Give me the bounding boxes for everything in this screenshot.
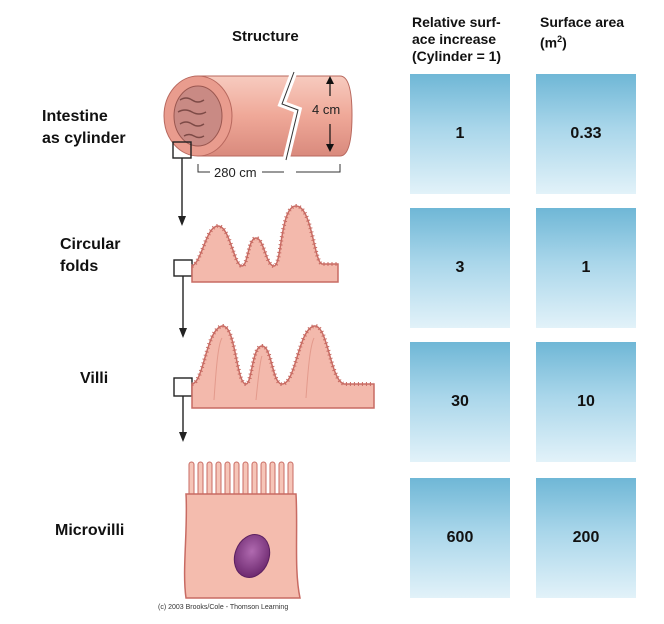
microvilli-projections	[188, 461, 294, 497]
relative-cell-intestine: 1	[410, 74, 510, 194]
area-cell-microvilli: 200	[536, 478, 636, 598]
copyright-text: (c) 2003 Brooks/Cole - Thomson Learning	[158, 604, 289, 611]
villi-illustration	[190, 324, 375, 409]
nucleus	[233, 534, 271, 578]
relative-cell-microvilli: 600	[410, 478, 510, 598]
row-label-microvilli: Microvilli	[55, 522, 125, 539]
intestine-cylinder	[163, 70, 353, 161]
relative-header-line3: (Cylinder = 1)	[412, 48, 502, 64]
area-cell-intestine: 0.33	[536, 74, 636, 194]
area-header-line1: Surface area	[540, 14, 625, 30]
row-label-villi: Villi	[80, 370, 109, 387]
area-cell-circular-folds: 1	[536, 208, 636, 328]
circular-folds-illustration	[190, 203, 339, 283]
relative-increase-header: Relative surf- ace increase (Cylinder = …	[412, 14, 501, 65]
surface-area-header: Surface area (m2)	[540, 14, 624, 52]
zoom-indicators	[172, 141, 193, 434]
area-header-unit: (m2)	[540, 34, 567, 51]
zoom-arrowheads	[178, 216, 187, 442]
length-label: 280 cm	[214, 165, 257, 180]
relative-header-line2: ace increase	[412, 31, 497, 47]
relative-header-line1: Relative surf-	[412, 14, 501, 30]
area-cell-villi: 10	[536, 342, 636, 462]
relative-cell-villi: 30	[410, 342, 510, 462]
structure-header: Structure	[232, 28, 299, 45]
microvilli-cell-illustration	[183, 461, 301, 599]
length-dimension: 280 cm	[197, 164, 341, 180]
height-dimension: 4 cm	[312, 76, 340, 152]
height-label: 4 cm	[312, 102, 340, 117]
relative-cell-circular-folds: 3	[410, 208, 510, 328]
